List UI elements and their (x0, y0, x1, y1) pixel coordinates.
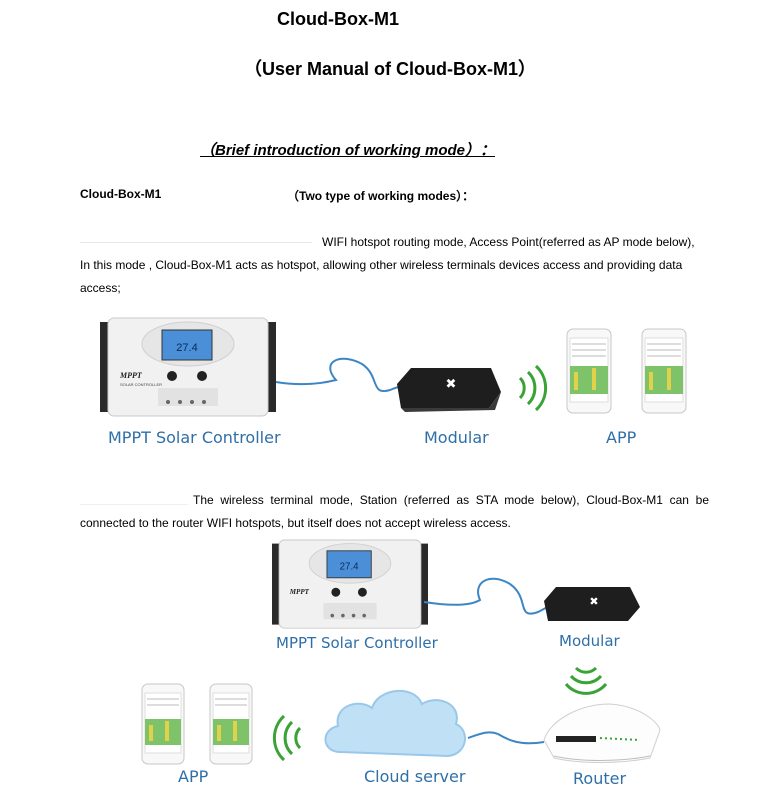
ap-mode-line1: WIFI hotspot routing mode, Access Point(… (322, 235, 695, 249)
sta-redaction-line (80, 504, 188, 505)
ap-redaction-line (80, 242, 312, 243)
ap-controller-label: MPPT Solar Controller (108, 428, 281, 447)
sta-wifi-down-icon (564, 666, 608, 695)
sta-modular-device: ✖ (544, 587, 640, 621)
sta-cloud-label: Cloud server (364, 767, 466, 786)
ap-controller-brand: MPPT (119, 371, 143, 380)
sta-controller-label: MPPT Solar Controller (276, 634, 438, 652)
sta-lcd-reading: 27.4 (340, 562, 359, 573)
ap-mode-line3: access; (80, 281, 121, 295)
sta-phone-2-icon (209, 683, 253, 765)
ap-cable (275, 357, 415, 393)
document-title: Cloud-Box-M1 (277, 9, 399, 29)
model-label: Cloud-Box-M1 (80, 187, 162, 201)
ap-app-label: APP (606, 428, 637, 447)
sta-solar-controller: 27.4 MPPT (272, 539, 428, 629)
sta-cable-controller (423, 577, 559, 615)
ap-modular-label: Modular (424, 428, 489, 447)
sta-app-label: APP (178, 767, 209, 786)
modes-label: （Two type of working modes）： (287, 189, 475, 203)
document-subtitle: （User Manual of Cloud-Box-M1） (244, 59, 537, 79)
sta-wifi-left-icon (272, 714, 302, 762)
sta-router-label: Router (573, 769, 627, 788)
sta-mode-line2: connected to the router WIFI hotspots, b… (80, 516, 511, 530)
svg-text:✖: ✖ (446, 377, 457, 392)
sta-cloud-server-icon (324, 689, 466, 758)
ap-wifi-icon (518, 364, 548, 412)
sta-router-device (543, 703, 661, 763)
ap-mode-line2: In this mode , Cloud-Box-M1 acts as hots… (80, 258, 683, 272)
sta-cable-router (467, 731, 545, 745)
svg-text:✖: ✖ (589, 595, 598, 608)
ap-phone-2-icon (641, 328, 687, 414)
ap-controller-sub: SOLAR CONTROLLER (120, 382, 162, 387)
ap-phone-1-icon (566, 328, 612, 414)
sta-modular-label: Modular (559, 632, 620, 650)
sta-controller-brand: MPPT (289, 588, 310, 596)
sta-mode-line1: The wireless terminal mode, Station (ref… (193, 493, 709, 507)
sta-phone-1-icon (141, 683, 185, 765)
ap-lcd-reading: 27.4 (176, 342, 197, 354)
ap-solar-controller: 27.4 MPPT SOLAR CONTROLLER (100, 317, 276, 417)
section-heading: （Brief introduction of working mode）： (200, 142, 495, 159)
ap-modular-device: ✖ (397, 368, 501, 412)
